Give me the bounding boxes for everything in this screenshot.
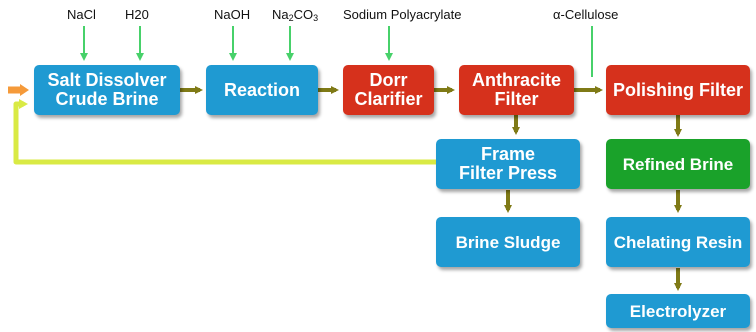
electrolyzer-label: Electrolyzer bbox=[629, 301, 727, 321]
brine-sludge-box: Brine Sludge bbox=[436, 217, 580, 267]
dorr-clarifier-line2: Clarifier bbox=[354, 89, 423, 109]
frame-filter-press-line1: Frame bbox=[480, 144, 536, 164]
anthracite-filter-line1: Anthracite bbox=[471, 70, 561, 90]
refined-brine-box: Refined Brine bbox=[606, 139, 750, 189]
dorr-clarifier-box: Dorr Clarifier bbox=[343, 65, 434, 115]
input-label-alpha-cellulose: α-Cellulose bbox=[553, 7, 619, 22]
reaction-label: Reaction bbox=[223, 79, 301, 100]
salt-dissolver-box: Salt Dissolver Crude Brine bbox=[34, 65, 180, 115]
reaction-box: Reaction bbox=[206, 65, 318, 115]
chelating-resin-box: Chelating Resin bbox=[606, 217, 750, 267]
input-label-nacl: NaCl bbox=[67, 7, 96, 22]
dorr-clarifier-line1: Dorr bbox=[369, 70, 408, 90]
refined-brine-label: Refined Brine bbox=[622, 154, 734, 174]
anthracite-filter-line2: Filter bbox=[494, 89, 539, 109]
polishing-filter-label: Polishing Filter bbox=[612, 79, 743, 100]
electrolyzer-box: Electrolyzer bbox=[606, 294, 750, 328]
frame-filter-press-box: Frame Filter Press bbox=[436, 139, 580, 189]
salt-dissolver-line2: Crude Brine bbox=[55, 89, 159, 109]
brine-sludge-label: Brine Sludge bbox=[455, 232, 561, 252]
input-label-sodium-polyacrylate: Sodium Polyacrylate bbox=[343, 7, 462, 22]
input-label-h2o: H20 bbox=[125, 7, 149, 22]
polishing-filter-box: Polishing Filter bbox=[606, 65, 750, 115]
chelating-resin-label: Chelating Resin bbox=[613, 232, 743, 252]
salt-dissolver-line1: Salt Dissolver bbox=[47, 70, 167, 90]
recycle-arrow bbox=[13, 99, 436, 165]
input-label-naoh: NaOH bbox=[214, 7, 251, 22]
input-label-na2co3: Na2CO3 bbox=[272, 7, 319, 23]
anthracite-filter-box: Anthracite Filter bbox=[459, 65, 574, 115]
frame-filter-press-line2: Filter Press bbox=[458, 163, 558, 183]
